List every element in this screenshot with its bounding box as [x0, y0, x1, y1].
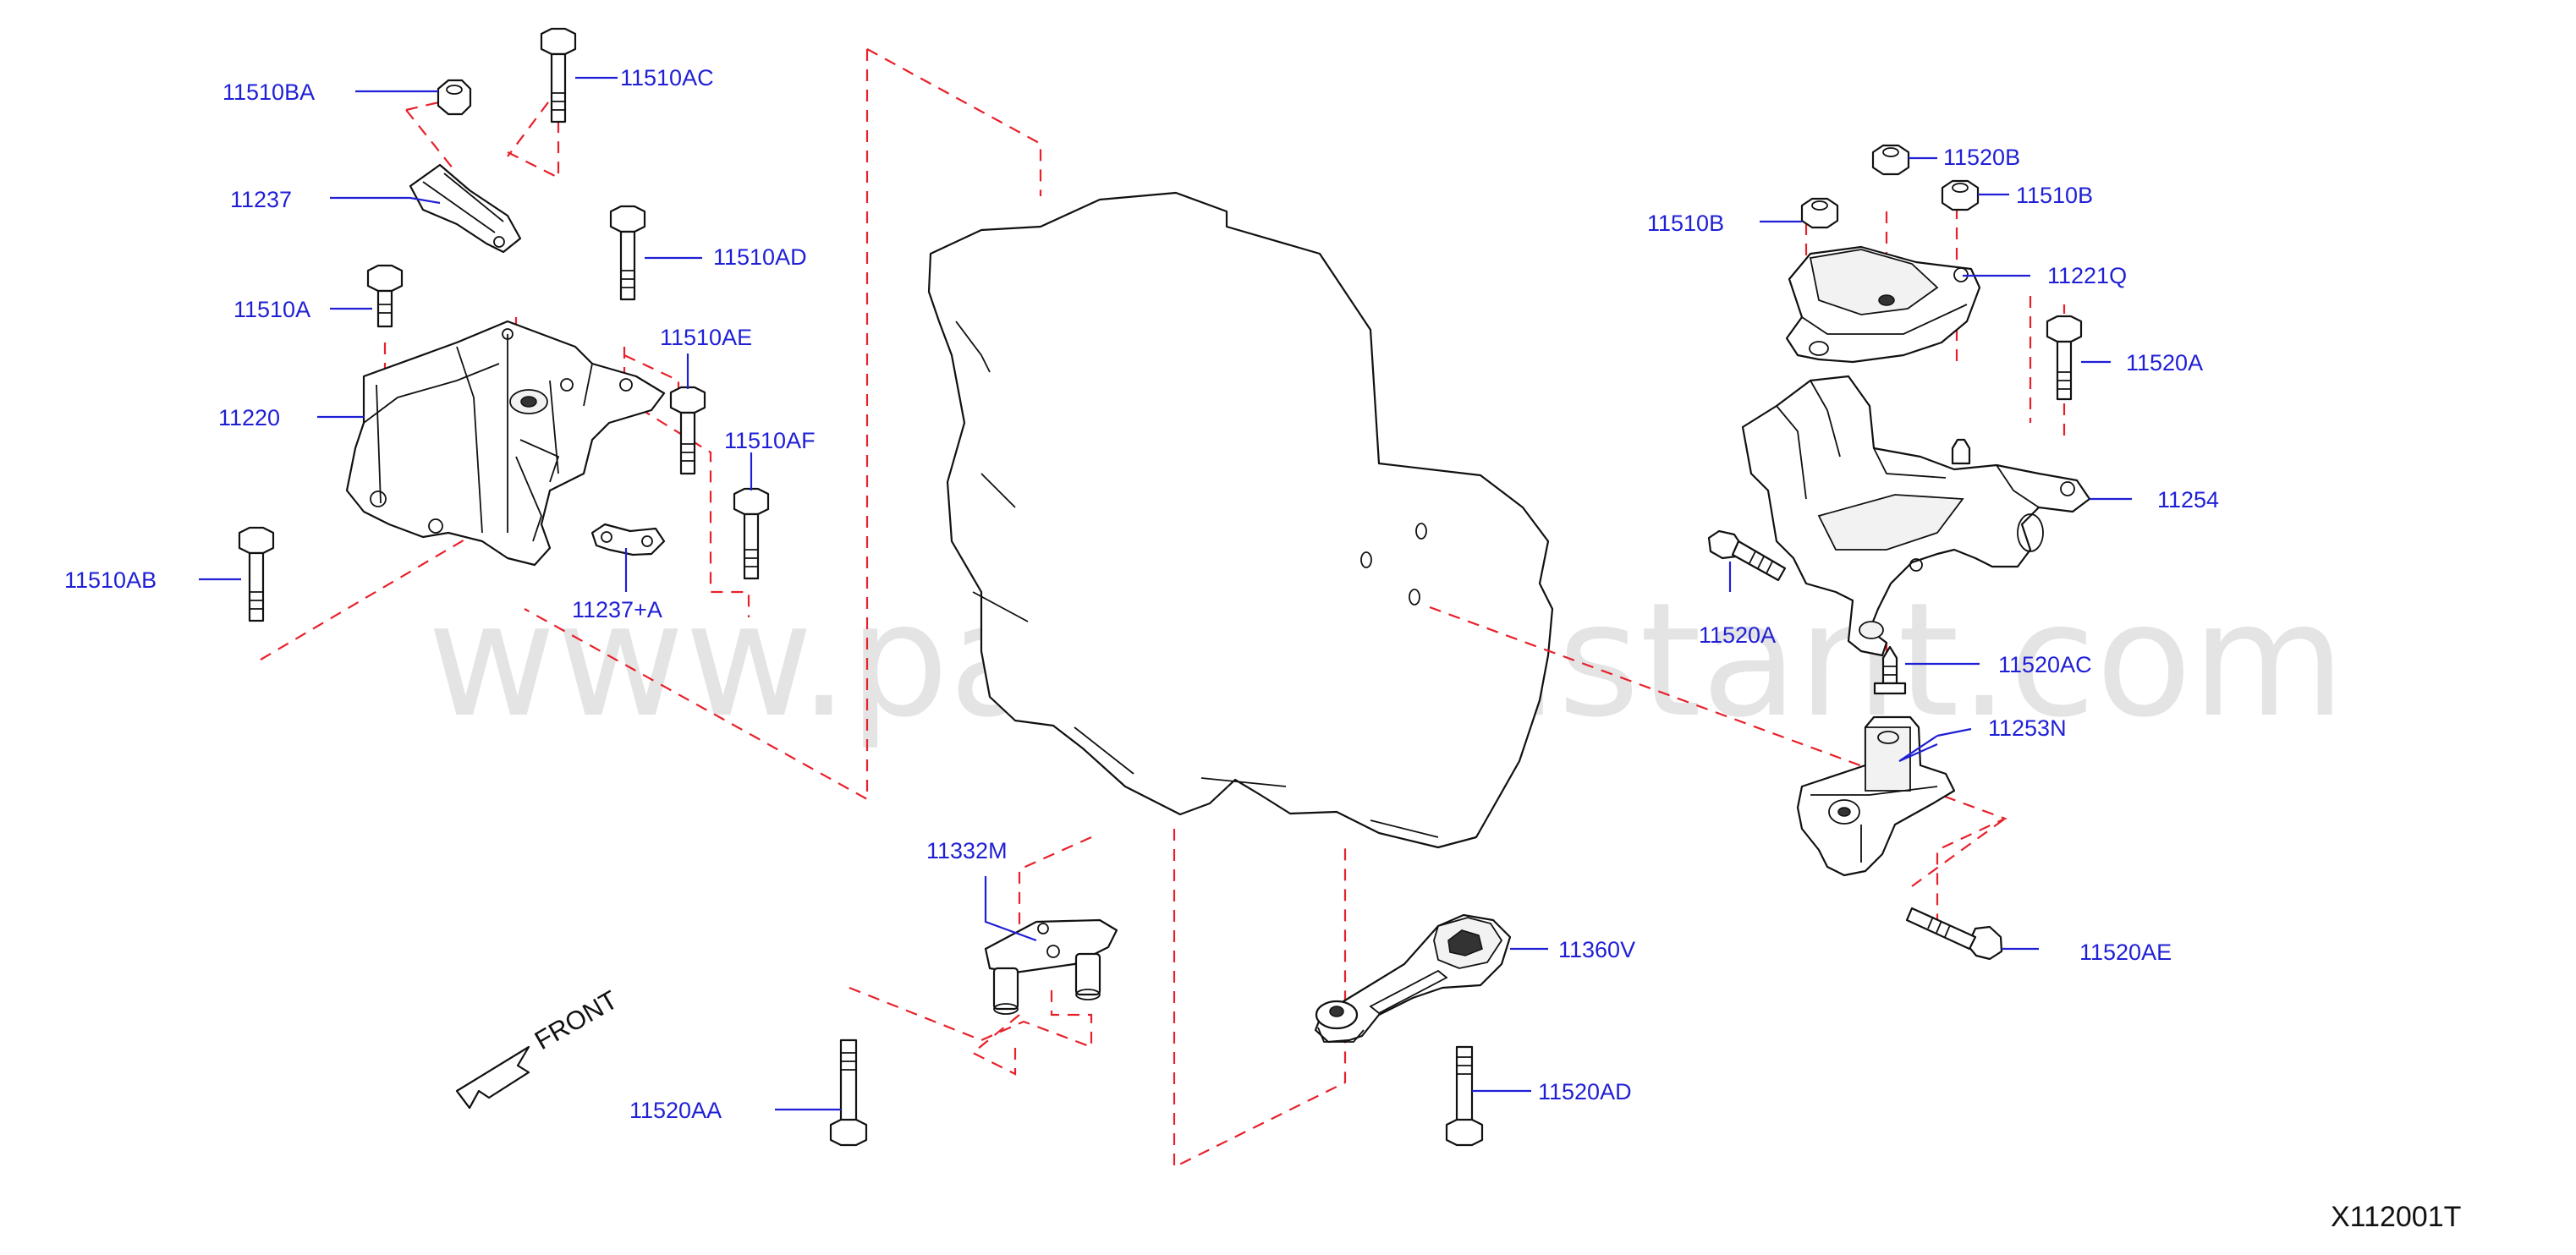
bracket-11332m: [984, 918, 1118, 1015]
label-11510b-left: 11510B: [1647, 211, 1724, 236]
label-11520a-left: 11520A: [1699, 622, 1776, 648]
bolt-11510af: [733, 487, 770, 580]
bolt-11510ae: [669, 386, 706, 475]
label-11520b: 11520B: [1943, 145, 2020, 170]
label-11510b-right: 11510B: [2016, 183, 2093, 208]
nut-11510b-left: [1800, 197, 1839, 229]
leader-lines: [199, 76, 2132, 1111]
nut-11510b-right: [1941, 179, 1980, 211]
label-11220: 11220: [218, 405, 280, 430]
nut-11520b: [1871, 144, 1910, 176]
label-11520a-right: 11520A: [2126, 350, 2203, 375]
label-11510ae: 11510AE: [660, 325, 752, 350]
torque-rod-11360v: [1314, 913, 1512, 1044]
label-11510ac: 11510AC: [620, 65, 714, 90]
front-label: FRONT: [530, 984, 623, 1055]
bolt-11520ae: [1905, 907, 2003, 961]
assembly-lines: [260, 48, 2066, 1169]
label-11237-a: 11237+A: [572, 597, 662, 622]
label-11510af: 11510AF: [724, 428, 816, 453]
label-11520ad: 11520AD: [1538, 1079, 1632, 1104]
bolt-11510a: [366, 264, 404, 328]
bolt-11520a-right: [2046, 315, 2083, 401]
label-11510ab: 11510AB: [64, 567, 157, 593]
stud-11520ac: [1873, 645, 1907, 695]
part-labels: 11510BA 11510AC 11237 11510AD 11510A 115…: [64, 65, 2219, 1123]
bolt-11520a-left: [1707, 529, 1787, 582]
bolt-11520aa: [829, 1039, 868, 1147]
label-11254: 11254: [2157, 487, 2219, 512]
label-11520aa: 11520AA: [629, 1098, 722, 1123]
nut-11510ba: [437, 79, 472, 116]
bolt-11510ad: [609, 205, 646, 301]
bracket-11237: [409, 163, 522, 254]
label-11510a: 11510A: [233, 297, 310, 322]
bracket-11254: [1741, 375, 2091, 657]
engine-outline: [927, 191, 1554, 849]
left-engine-mount-11220: [345, 320, 666, 567]
label-11510ad: 11510AD: [713, 244, 807, 270]
bolt-11510ac: [540, 27, 577, 123]
drawing-code: X112001T: [2331, 1201, 2461, 1233]
mount-11253n: [1796, 715, 1956, 877]
label-11237: 11237: [230, 187, 292, 212]
front-arrow-icon: [455, 1045, 530, 1110]
label-11360v: 11360V: [1558, 937, 1635, 962]
label-11520ae: 11520AE: [2079, 940, 2172, 965]
label-11510ba: 11510BA: [222, 79, 315, 105]
label-11332m: 11332M: [926, 838, 1008, 863]
bolt-11510ab: [238, 526, 275, 622]
bracket-11237-a: [590, 523, 666, 556]
label-11520ac: 11520AC: [1998, 652, 2092, 677]
bolt-11520ad: [1445, 1045, 1484, 1147]
label-11253n: 11253N: [1988, 715, 2067, 741]
insulator-11221q: [1785, 245, 1981, 364]
label-11221q: 11221Q: [2047, 263, 2127, 288]
